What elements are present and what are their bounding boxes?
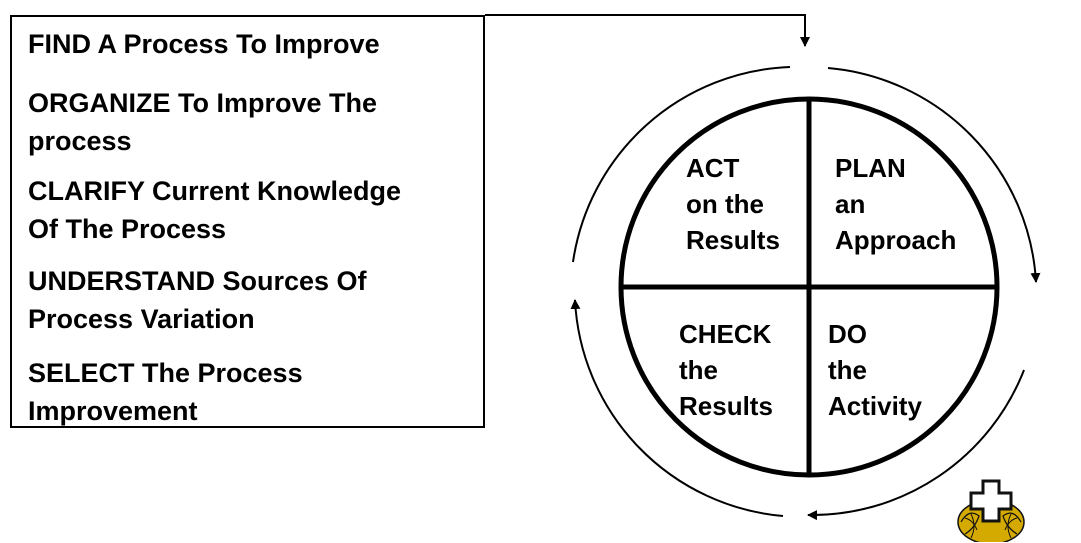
- quadrant-check: CHECK the Results: [679, 319, 773, 421]
- cycle-arrow-right: [827, 67, 1041, 283]
- quadrant-act: ACT on the Results: [686, 153, 780, 255]
- step-understand: UNDERSTAND Sources Of Process Variation: [28, 266, 367, 334]
- step-clarify: CLARIFY Current Knowledge Of The Process: [28, 176, 402, 244]
- step-organize: ORGANIZE To Improve The process: [28, 88, 378, 156]
- step-find: FIND A Process To Improve: [28, 29, 380, 59]
- step-select: SELECT The Process Improvement: [28, 358, 303, 426]
- quadrant-plan: PLAN an Approach: [835, 153, 957, 255]
- quadrant-do: DO the Activity: [828, 319, 922, 421]
- cross-logo-icon: [957, 479, 1025, 542]
- cycle-arrow-left: [570, 299, 784, 517]
- cycle-arrow-top-left: [572, 66, 791, 263]
- connector-line: [485, 14, 810, 47]
- cycle-arrow-bottom: [807, 369, 1025, 521]
- focus-steps-box: FIND A Process To Improve ORGANIZE To Im…: [10, 15, 485, 428]
